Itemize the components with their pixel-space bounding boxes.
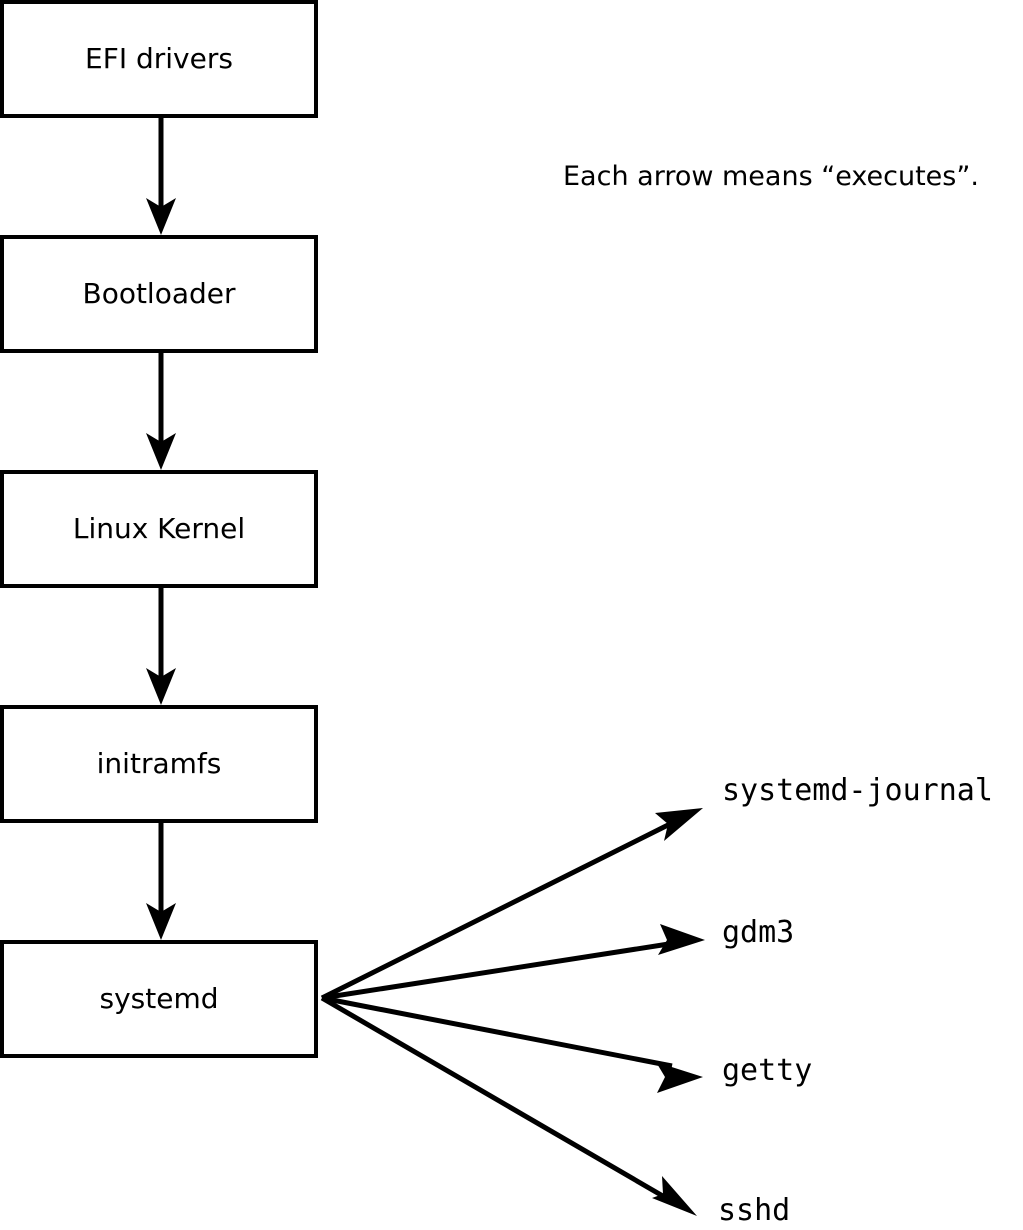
node-label-systemd: systemd: [99, 982, 219, 1015]
node-systemd[interactable]: systemd: [0, 940, 318, 1058]
arrow-systemd-to-sshd: [320, 995, 697, 1216]
leaf-label-gdm3[interactable]: gdm3: [722, 915, 795, 950]
leaf-label-getty[interactable]: getty: [722, 1053, 813, 1088]
leaf-label-sshd[interactable]: sshd: [718, 1193, 791, 1228]
node-label-linux-kernel: Linux Kernel: [72, 512, 246, 545]
node-efi-drivers[interactable]: EFI drivers: [0, 0, 318, 118]
node-bootloader[interactable]: Bootloader: [0, 235, 318, 353]
node-initramfs[interactable]: initramfs: [0, 705, 318, 823]
arrow-linux-kernel-to-initramfs: [146, 588, 176, 705]
arrow-systemd-to-getty: [321, 995, 703, 1093]
node-linux-kernel[interactable]: Linux Kernel: [0, 470, 318, 588]
arrow-systemd-to-gdm3: [321, 924, 705, 1001]
leaf-label-systemd-journal[interactable]: systemd-journal: [722, 773, 993, 808]
legend-annotation: Each arrow means “executes”.: [563, 161, 979, 192]
node-label-efi-drivers: EFI drivers: [85, 42, 233, 75]
node-label-initramfs: initramfs: [96, 747, 222, 780]
node-label-bootloader: Bootloader: [82, 277, 236, 310]
arrow-efi-drivers-to-bootloader: [146, 118, 176, 235]
arrow-systemd-to-systemd-journal: [320, 808, 703, 1001]
arrow-bootloader-to-linux-kernel: [146, 353, 176, 470]
arrow-initramfs-to-systemd: [146, 823, 176, 940]
